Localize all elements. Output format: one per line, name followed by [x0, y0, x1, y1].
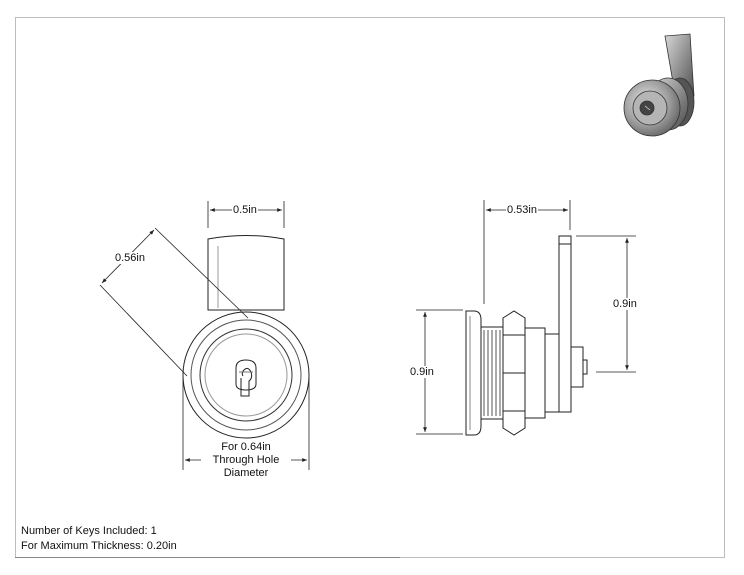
cam-blade	[207, 235, 285, 311]
rear-body	[524, 327, 546, 419]
hole-diameter-line1: For 0.64in	[221, 441, 271, 453]
hole-diameter-label: For 0.64in Through Hole Diameter	[201, 441, 291, 480]
hole-diameter-line2: Through Hole	[212, 454, 280, 466]
max-thickness-note: For Maximum Thickness: 0.20in	[21, 540, 177, 552]
side-left-height-label: 0.9in	[409, 366, 435, 378]
front-width-label: 0.5in	[232, 204, 258, 216]
side-right-height-label: 0.9in	[612, 298, 638, 310]
keys-included-note: Number of Keys Included: 1	[21, 525, 157, 537]
cam-screw	[570, 346, 584, 388]
side-dimensions	[416, 200, 636, 435]
side-view	[465, 235, 588, 436]
isometric-thumbnail	[623, 33, 695, 137]
threaded-body	[480, 326, 506, 420]
sheet-border	[15, 17, 725, 558]
hole-diameter-line3: Diameter	[223, 467, 269, 479]
front-diagonal-label: 0.56in	[114, 252, 146, 264]
keyway	[235, 359, 257, 397]
side-flange	[465, 310, 482, 436]
cam-plate	[558, 235, 572, 413]
side-depth-label: 0.53in	[506, 204, 538, 216]
front-view	[182, 235, 310, 439]
